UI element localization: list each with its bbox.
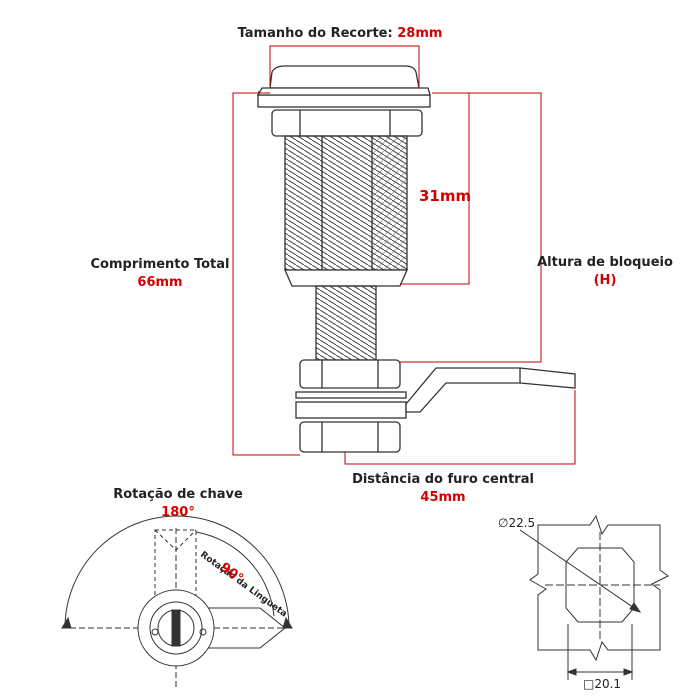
key-rotation-value: 180° <box>161 505 195 520</box>
thread-length-label: 31mm <box>419 187 472 205</box>
rotation-diagram <box>61 515 293 690</box>
cutout-diagram <box>519 514 669 680</box>
tongue-rotation-arc <box>195 531 275 617</box>
washer-2 <box>295 401 407 419</box>
cutout-shape <box>565 547 635 623</box>
lower-shaft <box>315 285 377 361</box>
panel-outline <box>529 514 669 662</box>
lock-height-title: Altura de bloqueio <box>537 255 673 270</box>
lock-cap <box>269 65 420 89</box>
cutout-label: Tamanho do Recorte: 28mm <box>238 26 443 41</box>
cutout-dim <box>269 45 420 88</box>
lock-height-value: (H) <box>593 273 617 288</box>
lock-body <box>256 65 576 453</box>
total-length-dim <box>232 92 300 456</box>
tongue-upright-ghost <box>154 529 197 596</box>
center-hole-title: Distância do furo central <box>352 472 534 487</box>
dimension-lines <box>232 45 576 465</box>
lock-flange <box>257 94 431 108</box>
washer-1 <box>295 391 407 399</box>
cutout-title: Tamanho do Recorte: <box>237 26 393 41</box>
cutout-value: 28mm <box>397 26 443 41</box>
lower-nut-1 <box>299 359 401 389</box>
lock-height-dim <box>400 92 542 363</box>
key-rotation-title: Rotação de chave <box>113 487 243 502</box>
upper-nut <box>271 109 423 137</box>
total-length-title: Comprimento Total <box>90 257 230 272</box>
center-hole-value: 45mm <box>420 490 466 505</box>
cam-tongue <box>405 367 576 413</box>
tongue-horizontal <box>196 607 286 649</box>
lower-nut-2 <box>299 421 401 453</box>
flat-width-label: □20.1 <box>583 677 622 691</box>
center-hole-dim <box>344 390 576 465</box>
total-length-value: 66mm <box>137 275 183 290</box>
barrel-collar <box>284 269 408 287</box>
key-rotation-arc <box>64 515 290 629</box>
key-slot <box>171 609 181 647</box>
lock-face-inner <box>149 601 203 655</box>
diameter-leader <box>519 529 641 613</box>
diameter-label: ∅22.5 <box>498 516 536 530</box>
